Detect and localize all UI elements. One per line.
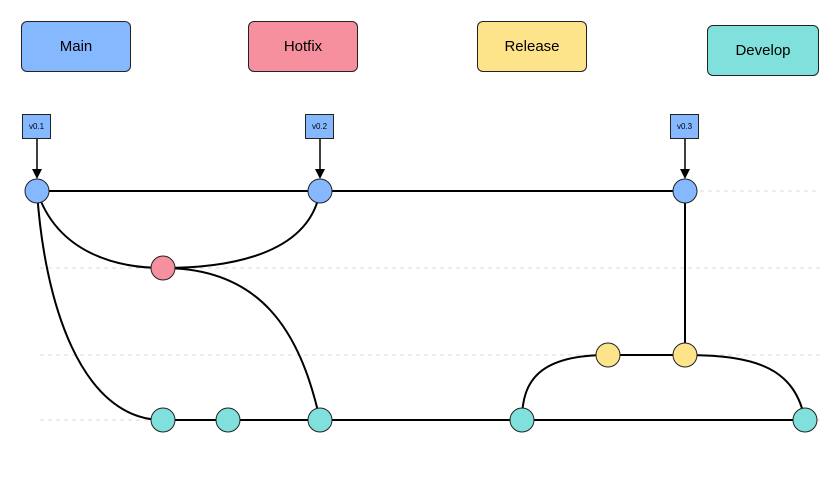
merge-hotfix-to-main bbox=[162, 190, 321, 269]
tag-v03-label: v0.3 bbox=[676, 122, 693, 131]
legend-main-label: Main bbox=[59, 38, 93, 55]
commit-develop-4 bbox=[509, 407, 535, 433]
legend-release: Release bbox=[477, 21, 587, 72]
commit-main-3 bbox=[672, 178, 698, 204]
commit-develop-1 bbox=[150, 407, 176, 433]
commit-release-1 bbox=[595, 342, 621, 368]
commit-hotfix-1 bbox=[150, 255, 176, 281]
commit-develop-5 bbox=[792, 407, 818, 433]
legend-develop-label: Develop bbox=[735, 42, 791, 59]
merge-hotfix-to-develop bbox=[162, 267, 321, 421]
legend-main: Main bbox=[21, 21, 131, 72]
merge-release-to-develop bbox=[684, 354, 806, 421]
legend-hotfix-label: Hotfix bbox=[283, 38, 323, 55]
commit-main-2 bbox=[307, 178, 333, 204]
legend-hotfix: Hotfix bbox=[248, 21, 358, 72]
branch-main-to-hotfix bbox=[36, 190, 164, 269]
tag-v02: v0.2 bbox=[305, 114, 334, 139]
legend-release-label: Release bbox=[504, 38, 560, 55]
branch-develop-to-release bbox=[521, 354, 609, 421]
tag-v01: v0.1 bbox=[22, 114, 51, 139]
commit-develop-3 bbox=[307, 407, 333, 433]
commit-release-2 bbox=[672, 342, 698, 368]
branch-main-to-develop bbox=[36, 190, 164, 421]
tag-v01-label: v0.1 bbox=[28, 122, 45, 131]
tag-v02-label: v0.2 bbox=[311, 122, 328, 131]
tag-v03: v0.3 bbox=[670, 114, 699, 139]
legend-develop: Develop bbox=[707, 25, 819, 76]
commit-develop-2 bbox=[215, 407, 241, 433]
commit-main-1 bbox=[24, 178, 50, 204]
